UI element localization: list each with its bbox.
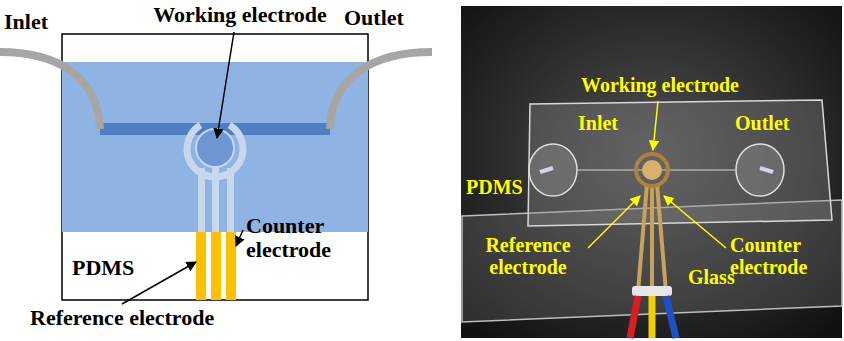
electrode-lead	[657, 184, 666, 292]
inlet-tube	[540, 168, 553, 172]
part-label: PDMS	[72, 256, 134, 280]
pdms-block	[528, 100, 832, 226]
counter-ring	[187, 125, 243, 177]
photo-background	[461, 6, 842, 338]
part-label: Working electrode	[153, 3, 327, 27]
electrode-lead	[650, 186, 654, 292]
photo-label: Glass	[688, 266, 735, 288]
part-label: Outlet	[344, 6, 404, 30]
reference-pad	[196, 232, 206, 300]
photo-label: Counter electrode	[730, 234, 830, 278]
leader-line	[217, 32, 234, 138]
photo-label: Reference electrode	[472, 234, 584, 278]
part-label: Counter electrode	[246, 214, 356, 262]
yellow-wire	[649, 296, 656, 338]
chip-outline	[62, 34, 368, 300]
pdms-layer	[62, 62, 368, 232]
photo-label: Outlet	[735, 112, 789, 134]
blue-wire	[666, 296, 676, 338]
photo-label: Working electrode	[581, 74, 739, 96]
working-electrode	[196, 129, 234, 167]
working-pad	[211, 232, 221, 300]
counter-ring	[636, 154, 668, 186]
leader-line	[588, 196, 640, 248]
counter-pad	[226, 232, 236, 300]
leader-line	[664, 196, 726, 248]
outlet-tube	[760, 168, 773, 172]
red-wire	[630, 296, 638, 338]
photo-label: PDMS	[466, 176, 523, 198]
electrode-lead	[638, 184, 647, 292]
outlet-tube	[330, 52, 432, 129]
working-electrode	[642, 160, 662, 180]
inlet-tube	[0, 52, 100, 129]
leader-line	[653, 101, 658, 150]
leader-line	[236, 230, 243, 246]
wire-connector	[632, 286, 672, 296]
inlet-well	[529, 144, 577, 196]
photo-label: Inlet	[578, 112, 618, 134]
part-label: Reference electrode	[30, 306, 214, 330]
part-label: Inlet	[4, 10, 48, 34]
outlet-well	[736, 144, 784, 196]
